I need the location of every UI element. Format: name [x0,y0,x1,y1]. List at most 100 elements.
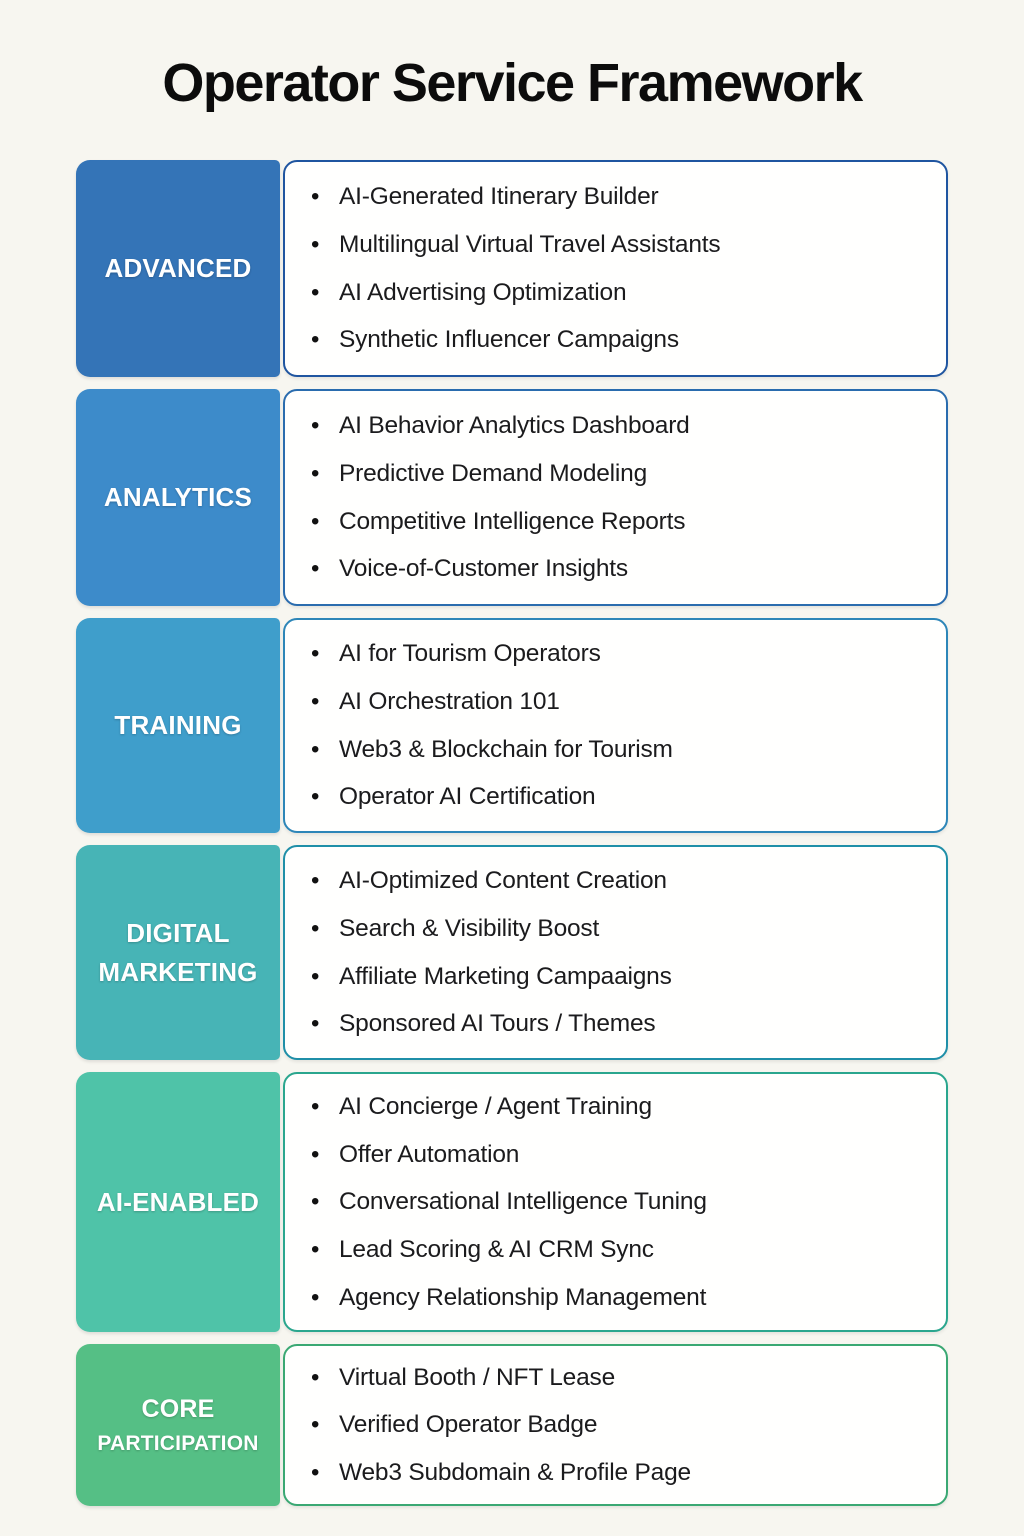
row-label-digital-marketing: DIGITAL MARKETING [76,845,280,1061]
list-item: • Competitive Intelligence Reports [311,498,928,546]
bullet-icon: • [311,459,320,487]
bullet-icon: • [311,183,320,211]
row-label-text: AI-ENABLED [96,1186,260,1217]
list-item: • Operator AI Certification [311,773,928,821]
bullet-icon: • [311,1010,320,1038]
list-item: •Agency Relationship Management [311,1274,928,1322]
row-label-text: ADVANCED [104,253,252,284]
row-label-training: TRAINING [76,618,280,834]
bullet-list: • AI Behavior Analytics Dashboard • Predic… [311,402,928,593]
list-item-text: AI Advertising Optimization [339,278,627,306]
list-item: • Predictive Demand Modeling [311,450,928,498]
list-item: • Search & Visibility Boost [311,905,928,953]
list-item-text: Web3 & Blockchain for Tourism [339,735,673,763]
list-item: • Verified Operator Badge [311,1401,928,1449]
list-item: • AI-Optimized Content Creation [311,857,928,905]
list-item-text: Virtual Booth / NFT Lease [339,1363,615,1391]
list-item-text: Synthetic Influencer Campaigns [339,326,679,354]
bullet-icon: • [311,278,320,306]
framework-row-advanced: ADVANCED • AI-Generated Itinerary Builder… [76,160,948,378]
row-label-text: MARKETING [98,956,258,987]
row-label-text: PARTICIPATION [97,1432,259,1456]
list-item-text: AI-Generated Itinerary Builder [339,183,659,211]
bullet-icon: • [311,962,320,990]
bullet-icon: • [311,783,320,811]
list-item-text: Multilingual Virtual Travel Assistants [339,230,721,258]
list-item: • Web3 & Blockchain for Tourism [311,726,928,774]
row-label-text: CORE [141,1394,215,1423]
row-label-text: ANALYTICS [103,482,253,513]
bullet-icon: • [311,1140,320,1168]
list-item-text: AI Concierge / Agent Training [339,1092,652,1120]
list-item: • Sponsored AI Tours / Themes [311,1000,928,1048]
row-panel-core-participation: • Virtual Booth / NFT Lease • Verified Ope… [283,1344,948,1507]
list-item-text: Operator AI Certification [339,783,596,811]
bullet-icon: • [311,1188,320,1216]
bullet-icon: • [311,1092,320,1120]
list-item-text: Affiliate Marketing Campaaigns [339,962,672,990]
list-item-text: Lead Scoring & AI CRM Sync [339,1235,654,1263]
list-item: • Multilingual Virtual Travel Assistants [311,221,928,269]
list-item-text: Search & Visibility Boost [339,914,600,942]
row-label-ai-enabled: AI-ENABLED [76,1072,280,1333]
framework-row-training: TRAINING • AI for Tourism Operators • AI O… [76,618,948,834]
framework-row-ai-enabled: AI-ENABLED • AI Concierge / Agent Trainin… [76,1072,948,1333]
bullet-list: • AI-Generated Itinerary Builder • Multili… [311,173,928,364]
framework-row-digital-marketing: DIGITAL MARKETING • AI-Optimized Content … [76,845,948,1061]
row-panel-digital-marketing: • AI-Optimized Content Creation • Search &… [283,845,948,1061]
bullet-icon: • [311,1363,320,1391]
bullet-list: • AI for Tourism Operators • AI Orchestrat… [311,630,928,821]
list-item-text: AI-Optimized Content Creation [339,867,667,895]
list-item: • Voice-of-Customer Insights [311,545,928,593]
list-item: • AI for Tourism Operators [311,630,928,678]
row-label-advanced: ADVANCED [76,160,280,378]
list-item: • AI-Generated Itinerary Builder [311,173,928,221]
bullet-icon: • [311,914,320,942]
bullet-list: • Virtual Booth / NFT Lease • Verified Ope… [311,1354,928,1497]
bullet-icon: • [311,1235,320,1263]
row-panel-ai-enabled: • AI Concierge / Agent Training • Offer Au… [283,1072,948,1333]
list-item: •Conversational Intelligence Tuning [311,1178,928,1226]
list-item: • Offer Automation [311,1131,928,1179]
list-item: • AI Orchestration 101 [311,678,928,726]
list-item-text: Offer Automation [339,1140,520,1168]
bullet-icon: • [311,1283,320,1311]
bullet-icon: • [311,687,320,715]
list-item: • AI Advertising Optimization [311,269,928,317]
list-item: • Affiliate Marketing Campaaigns [311,953,928,1001]
row-label-analytics: ANALYTICS [76,389,280,607]
list-item-text: AI Behavior Analytics Dashboard [339,412,690,440]
bullet-icon: • [311,1411,320,1439]
framework-row-core-participation: CORE PARTICIPATION • Virtual Booth / NFT … [76,1344,948,1507]
row-panel-analytics: • AI Behavior Analytics Dashboard • Predic… [283,389,948,607]
list-item: • AI Concierge / Agent Training [311,1083,928,1131]
list-item: • Web3 Subdomain & Profile Page [311,1449,928,1497]
list-item-text: Sponsored AI Tours / Themes [339,1010,656,1038]
list-item-text: Web3 Subdomain & Profile Page [339,1458,691,1486]
row-panel-training: • AI for Tourism Operators • AI Orchestrat… [283,618,948,834]
list-item-text: Competitive Intelligence Reports [339,507,686,535]
bullet-icon: • [311,230,320,258]
bullet-icon: • [311,326,320,354]
row-label-text: DIGITAL [126,917,230,948]
bullet-list: • AI-Optimized Content Creation • Search &… [311,857,928,1048]
bullet-list: • AI Concierge / Agent Training • Offer Au… [311,1083,928,1322]
bullet-icon: • [311,555,320,583]
list-item-text: AI for Tourism Operators [339,640,601,668]
bullet-icon: • [311,412,320,440]
list-item-text: AI Orchestration 101 [339,687,560,715]
bullet-icon: • [311,1458,320,1486]
bullet-icon: • [311,640,320,668]
bullet-icon: • [311,507,320,535]
bullet-icon: • [311,867,320,895]
list-item-text: Verified Operator Badge [339,1411,598,1439]
list-item: • AI Behavior Analytics Dashboard [311,402,928,450]
list-item-text: Voice-of-Customer Insights [339,555,628,583]
list-item: • Lead Scoring & AI CRM Sync [311,1226,928,1274]
bullet-icon: • [311,735,320,763]
list-item: • Virtual Booth / NFT Lease [311,1354,928,1402]
framework-row-analytics: ANALYTICS • AI Behavior Analytics Dashboa… [76,389,948,607]
list-item: • Synthetic Influencer Campaigns [311,316,928,364]
list-item-text: Predictive Demand Modeling [339,459,648,487]
